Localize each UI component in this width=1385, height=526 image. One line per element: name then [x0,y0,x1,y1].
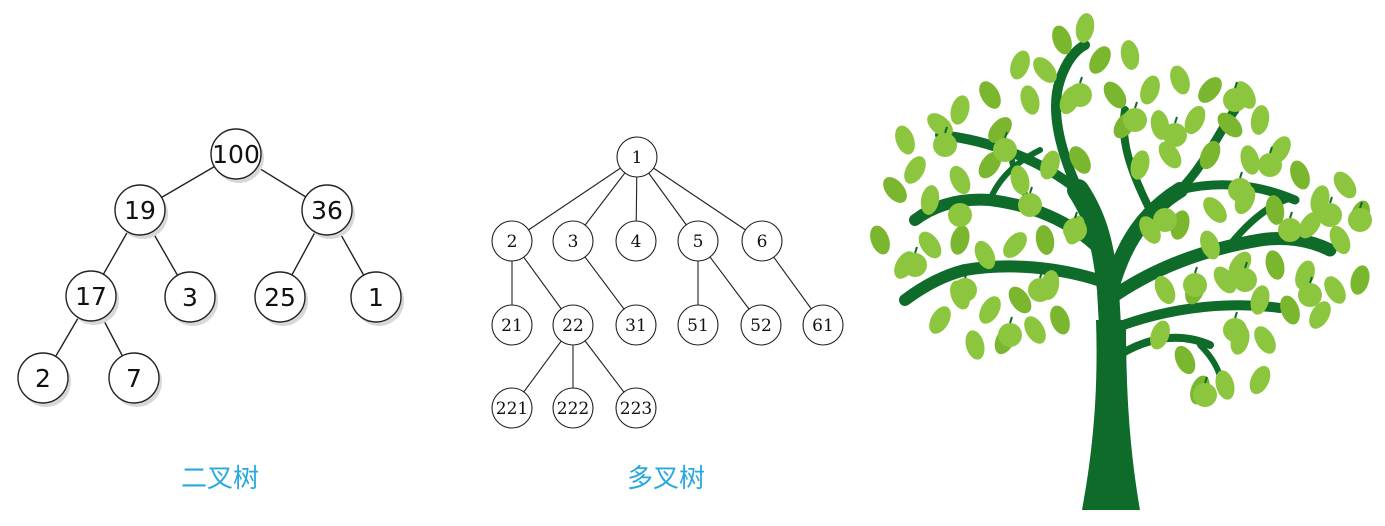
tree-node: 22 [552,304,594,346]
tree-node-label: 25 [264,283,296,312]
tree-node: 221 [491,387,533,429]
tree-node-label: 1 [368,283,384,312]
tree-node: 61 [802,304,844,346]
tree-node: 222 [552,387,594,429]
tree-node-label: 7 [126,364,142,393]
tree-node: 51 [677,304,719,346]
tree-node-label: 3 [568,232,579,252]
tree-edge [511,156,638,242]
tree-node-label: 21 [501,316,523,336]
tree-node: 6 [741,220,783,262]
multi-way-tree: 1 2 3 4 5 6 21 22 31 51 52 61 221 222 223 [491,136,844,429]
tree-node-label: 221 [496,399,528,419]
tree-node: 31 [615,304,657,346]
tree-node-label: 51 [687,316,709,336]
tree-node: 1 [616,136,658,178]
tree-node: 1 [350,271,404,326]
tree-node: 17 [65,270,119,325]
tree-node-label: 4 [631,232,642,252]
tree-node-label: 222 [557,399,589,419]
tree-node-label: 61 [812,316,834,336]
tree-node: 7 [108,352,162,407]
tree-edge [636,156,763,242]
tree-node-label: 31 [625,316,647,336]
tree-node-label: 100 [212,140,260,169]
tree-node: 4 [615,220,657,262]
tree-node-label: 17 [75,282,107,311]
multi-tree-caption: 多叉树 [627,464,706,494]
tree-node: 100 [210,128,264,183]
binary-tree: 100 19 36 17 3 25 1 2 7 [17,128,404,407]
tree-node: 25 [254,271,308,326]
tree-node-label: 19 [124,196,156,225]
tree-node-label: 22 [562,316,584,336]
tree-node: 21 [491,304,533,346]
tree-node: 2 [17,352,71,407]
tree-node-label: 2 [35,364,51,393]
tree-node: 3 [164,271,218,326]
tree-node-label: 3 [182,283,198,312]
tree-node: 19 [114,184,168,239]
tree-node-label: 223 [620,399,652,419]
tree-node: 36 [301,184,355,239]
tree-node-label: 2 [507,232,518,252]
binary-tree-caption: 二叉树 [181,464,260,494]
tree-node-label: 5 [693,232,704,252]
tree-node-label: 52 [750,316,772,336]
tree-node-label: 36 [311,196,343,225]
tree-node-label: 1 [632,148,643,168]
tree-node: 2 [491,220,533,262]
tree-node: 52 [740,304,782,346]
tree-node: 3 [552,220,594,262]
tree-node: 5 [677,220,719,262]
tree-node-label: 6 [757,232,768,252]
tree-illustration [870,13,1372,510]
tree-node: 223 [615,387,657,429]
